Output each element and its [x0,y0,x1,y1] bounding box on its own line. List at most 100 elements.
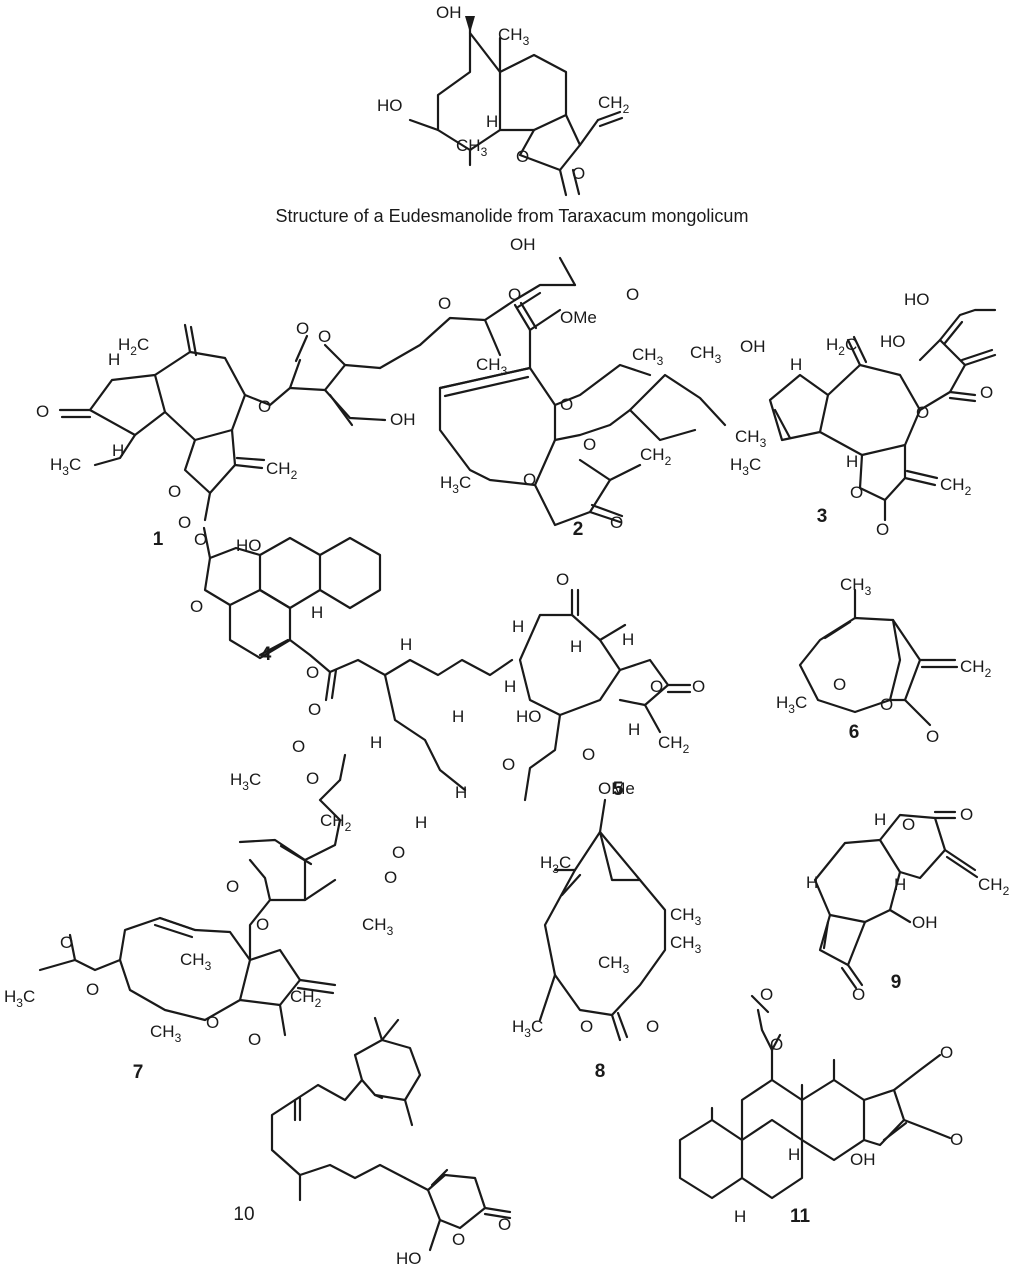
svg-text:CH3: CH3 [362,915,394,938]
o-label: O [583,435,596,454]
svg-text:CH2: CH2 [598,93,630,116]
o-label: O [392,843,405,862]
svg-text:CH3: CH3 [840,575,872,598]
o-label: O [580,1017,593,1036]
ch3-label: CH [362,915,387,934]
o-label: O [760,985,773,1004]
compound-label-8: 8 [595,1061,606,1082]
o-label: O [318,327,331,346]
ch2-label: CH [320,811,345,830]
o-label: O [168,482,181,501]
compound-label-1: 1 [153,529,164,550]
o-label: O [438,294,451,313]
svg-text:H3C: H3C [4,987,35,1010]
ch3-label: CH [180,950,205,969]
o-label: O [560,395,573,414]
h3c-label: H [4,987,16,1006]
ch3-label: CH [598,953,623,972]
compound-11-structure: O O O O H OH H [678,985,963,1226]
svg-text:H3C: H3C [776,693,807,716]
svg-text:CH2: CH2 [290,987,322,1010]
h-label: H [112,441,124,460]
ch2-label: CH [978,875,1003,894]
oh-label: OH [912,913,938,932]
ho-label: HO [377,96,403,115]
ho-label: HO [236,536,262,555]
o-label: O [523,470,536,489]
o-label: O [86,980,99,999]
ch2-label: CH [940,475,965,494]
svg-text:CH2: CH2 [658,733,690,756]
ho-label: HO [396,1249,422,1268]
h-label: H [452,707,464,726]
h-label: H [622,630,634,649]
compound-label-2: 2 [573,519,584,540]
svg-text:CH2: CH2 [640,445,672,468]
compound-10-structure: O O HO [270,1016,511,1268]
svg-text:H2C: H2C [826,335,857,358]
h-label: H [504,677,516,696]
h2c-label: H [118,335,130,354]
oh-label: OH [390,410,416,429]
o-label: O [206,1013,219,1032]
compound-label-6: 6 [849,722,860,743]
ch3-label: CH [632,345,657,364]
ho-label: HO [516,707,542,726]
ch3-label: CH [670,905,695,924]
ome-label: OMe [598,779,635,798]
svg-text:CH3: CH3 [670,933,702,956]
o-label: O [556,570,569,589]
o-label: O [926,727,939,746]
o-label: O [572,164,585,183]
svg-text:CH3: CH3 [456,136,488,159]
h-label: H [486,112,498,131]
o-label: O [916,403,929,422]
o-label: O [452,1230,465,1249]
o-label: O [384,868,397,887]
o-label: O [980,383,993,402]
svg-text:CH3: CH3 [670,905,702,928]
o-label: O [258,397,271,416]
h3c-label: H [440,473,452,492]
o-label: O [498,1215,511,1234]
ho-label: HO [904,290,930,309]
oh-label: OH [510,235,536,254]
h-label: H [788,1145,800,1164]
compound-label-10: 10 [233,1204,254,1225]
compound-label-7: 7 [133,1062,144,1083]
h-label: H [846,452,858,471]
svg-text:CH2: CH2 [940,475,972,498]
compound-label-9: 9 [891,972,902,993]
ch3-label: CH [498,25,523,44]
compound-9-structure: H O O H H CH2 OH O [806,805,1010,1004]
o-label: O [516,147,529,166]
h-label: H [806,873,818,892]
o-label: O [306,769,319,788]
compound-label-11: 11 [790,1206,811,1227]
o-label: O [833,675,846,694]
h-label: H [400,635,412,654]
svg-text:CH3: CH3 [632,345,664,368]
ome-label: OMe [560,308,597,327]
oh-label: OH [436,3,462,22]
o-label: O [256,915,269,934]
o-label: O [296,319,309,338]
oh-label: OH [740,337,766,356]
svg-text:CH2: CH2 [978,875,1010,898]
svg-text:CH3: CH3 [690,343,722,366]
o-label: O [306,663,319,682]
h-label: H [512,617,524,636]
o-label: O [248,1030,261,1049]
svg-text:H3C: H3C [512,1017,543,1040]
h3c-label: H [230,770,242,789]
o-label: O [940,1043,953,1062]
h3c-label: H [776,693,788,712]
o-label: O [770,1035,783,1054]
svg-text:CH3: CH3 [498,25,530,48]
oh-label: OH [850,1150,876,1169]
h-label: H [790,355,802,374]
ch2-label: CH [266,459,291,478]
ch3-label: CH [840,575,865,594]
svg-text:CH2: CH2 [960,657,992,680]
